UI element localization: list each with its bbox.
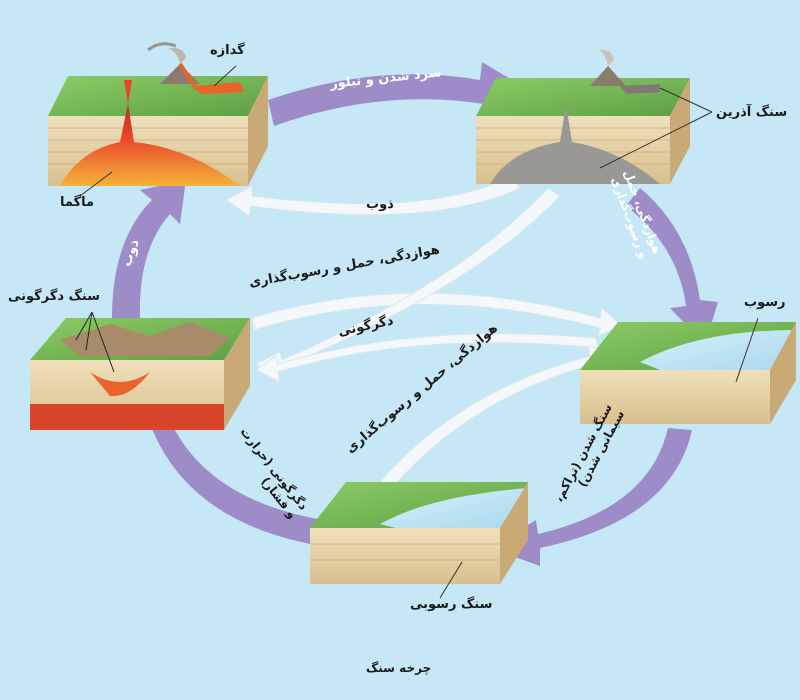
inner-arrows [225, 175, 623, 489]
label-sedimentary: سنگ رسوبی [410, 597, 493, 612]
block-sediment [580, 317, 796, 424]
arrow-melt-left [112, 180, 186, 318]
arrow-igneous-to-metamorphic [255, 187, 561, 379]
leader-igneous [659, 87, 713, 113]
label-magma: ماگما [60, 195, 95, 210]
block-metamorphic [30, 311, 250, 430]
arrow-metamorphism-mid [255, 333, 599, 383]
diagram-caption: چرخه سنگ [366, 661, 432, 675]
label-melt-top: ذوب [366, 197, 394, 212]
block-igneous [476, 49, 690, 184]
arrow-melt-top [225, 175, 521, 217]
arrow-cooling [268, 62, 532, 126]
arrow-weathering-mid [251, 292, 623, 337]
block-sedimentary [310, 482, 528, 599]
label-igneous: سنگ آذرین [716, 105, 788, 120]
label-metamorphic: سنگ دگرگونی [8, 289, 100, 304]
leader-magma [79, 171, 113, 197]
leader-lava [213, 65, 237, 87]
leader-igneous-2 [599, 111, 713, 169]
arrow-weathering-right [626, 188, 718, 345]
block-magma [48, 42, 268, 186]
label-lava: گدازه [210, 43, 245, 58]
label-sediment: رسوب [744, 295, 786, 310]
